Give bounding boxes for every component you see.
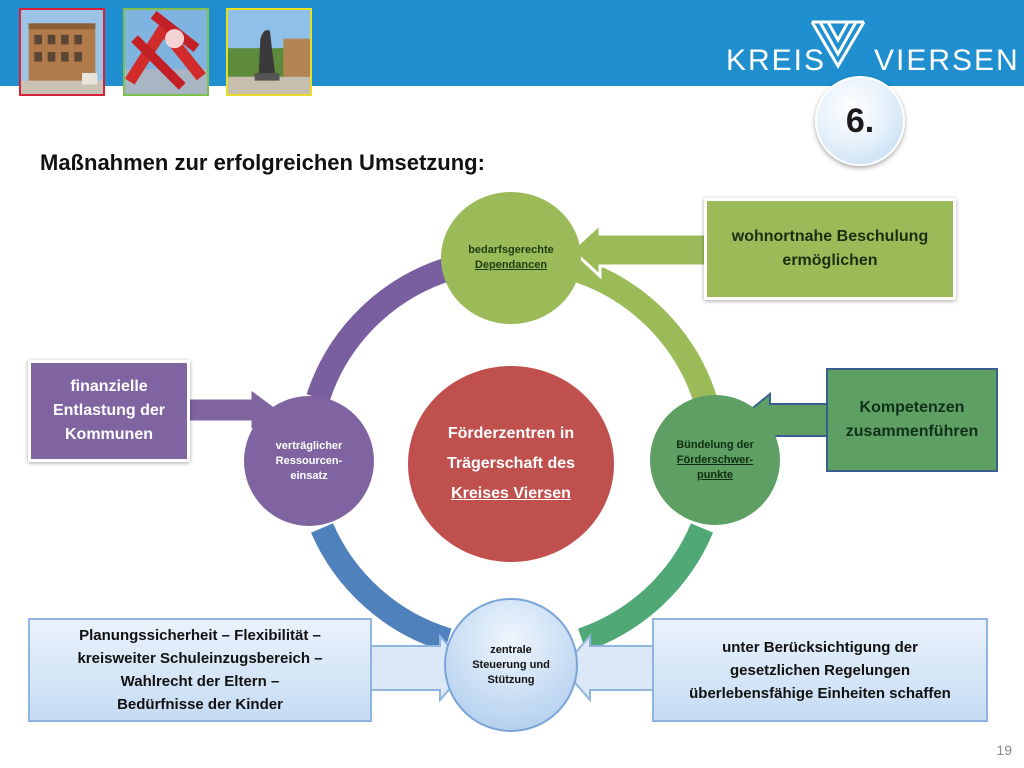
callout-right-line-2: zusammenführen xyxy=(845,423,979,440)
red-sculpture-photo xyxy=(123,8,209,96)
page-title: Maßnahmen zur erfolgreichen Umsetzung: xyxy=(40,150,485,175)
arc-left-top xyxy=(306,256,456,402)
callout-bottom-left-line-4: Bedürfnisse der Kinder xyxy=(117,696,283,713)
logo-mark-icon xyxy=(810,20,866,69)
callout-bottom-left-line-1: Planungssicherheit – Flexibilität – xyxy=(79,627,321,644)
right-line-3: punkte xyxy=(696,468,734,481)
callout-top-right-line-2: ermöglichen xyxy=(782,252,878,269)
statue-photo xyxy=(226,8,312,96)
slide-number-badge: 6. xyxy=(815,76,905,166)
arrow-top-right xyxy=(569,220,710,280)
top-node: bedarfsgerechte Dependancen xyxy=(441,192,581,324)
callout-bottom-right: unter Berücksichtigung der gesetzlichen … xyxy=(652,618,988,722)
arc-right-bottom xyxy=(577,523,714,652)
center-line-3: Kreises Viersen xyxy=(451,485,571,502)
callout-bottom-right-line-1: unter Berücksichtigung der xyxy=(722,638,918,656)
center-node: Förderzentren in Trägerschaft des Kreise… xyxy=(408,366,614,562)
callout-right-line-1: Kompetenzen xyxy=(859,399,965,416)
arc-bottom-left xyxy=(310,523,452,652)
badge-number: 6. xyxy=(845,101,875,140)
callout-left: finanzielle Entlastung der Kommunen xyxy=(28,360,190,462)
right-node: Bündelung der Förderschwer- punkte xyxy=(650,395,780,525)
callout-top-right-line-1: wohnortnahe Beschulung xyxy=(731,228,929,245)
bottom-line-1: zentrale xyxy=(490,643,532,656)
callout-bottom-left: Planungssicherheit – Flexibilität – krei… xyxy=(28,618,372,722)
left-line-1: verträglicher xyxy=(275,439,343,452)
callout-top-right: wohnortnahe Beschulung ermöglichen xyxy=(704,198,956,300)
right-line-1: Bündelung der xyxy=(676,438,754,451)
right-line-2: Förderschwer- xyxy=(676,453,754,466)
bottom-node: zentrale Steuerung und Stützung xyxy=(444,598,578,732)
callout-left-line-2: Entlastung der xyxy=(52,402,165,419)
bottom-line-2: Steuerung und xyxy=(472,658,550,671)
bottom-line-3: Stützung xyxy=(487,673,535,686)
callout-left-line-3: Kommunen xyxy=(65,426,153,443)
kreis-viersen-logo: KREIS VIERSEN xyxy=(726,18,1018,78)
callout-left-line-1: finanzielle xyxy=(70,378,148,395)
top-line-1: bedarfsgerechte xyxy=(468,244,554,256)
callout-bottom-left-line-3: Wahlrecht der Eltern – xyxy=(120,673,280,690)
arc-top-right xyxy=(566,256,718,406)
callout-right: Kompetenzen zusammenführen xyxy=(826,368,998,472)
arrow-bottom-right xyxy=(560,633,655,703)
center-line-2: Trägerschaft des xyxy=(446,455,576,472)
top-line-2: Dependancen xyxy=(474,259,548,271)
building-photo xyxy=(19,8,105,96)
logo-text-viersen: VIERSEN xyxy=(874,44,1020,77)
callout-bottom-right-line-3: überlebensfähige Einheiten schaffen xyxy=(689,684,951,702)
callout-bottom-right-line-2: gesetzlichen Regelungen xyxy=(729,661,911,679)
left-line-2: Ressourcen- xyxy=(275,454,343,467)
center-line-1: Förderzentren in xyxy=(447,425,575,442)
left-node: verträglicher Ressourcen- einsatz xyxy=(244,396,374,526)
callout-bottom-left-line-2: kreisweiter Schuleinzugsbereich – xyxy=(77,650,323,667)
logo-text-kreis: KREIS xyxy=(726,44,827,77)
left-line-3: einsatz xyxy=(290,469,328,482)
page-number: 19 xyxy=(996,742,1012,758)
